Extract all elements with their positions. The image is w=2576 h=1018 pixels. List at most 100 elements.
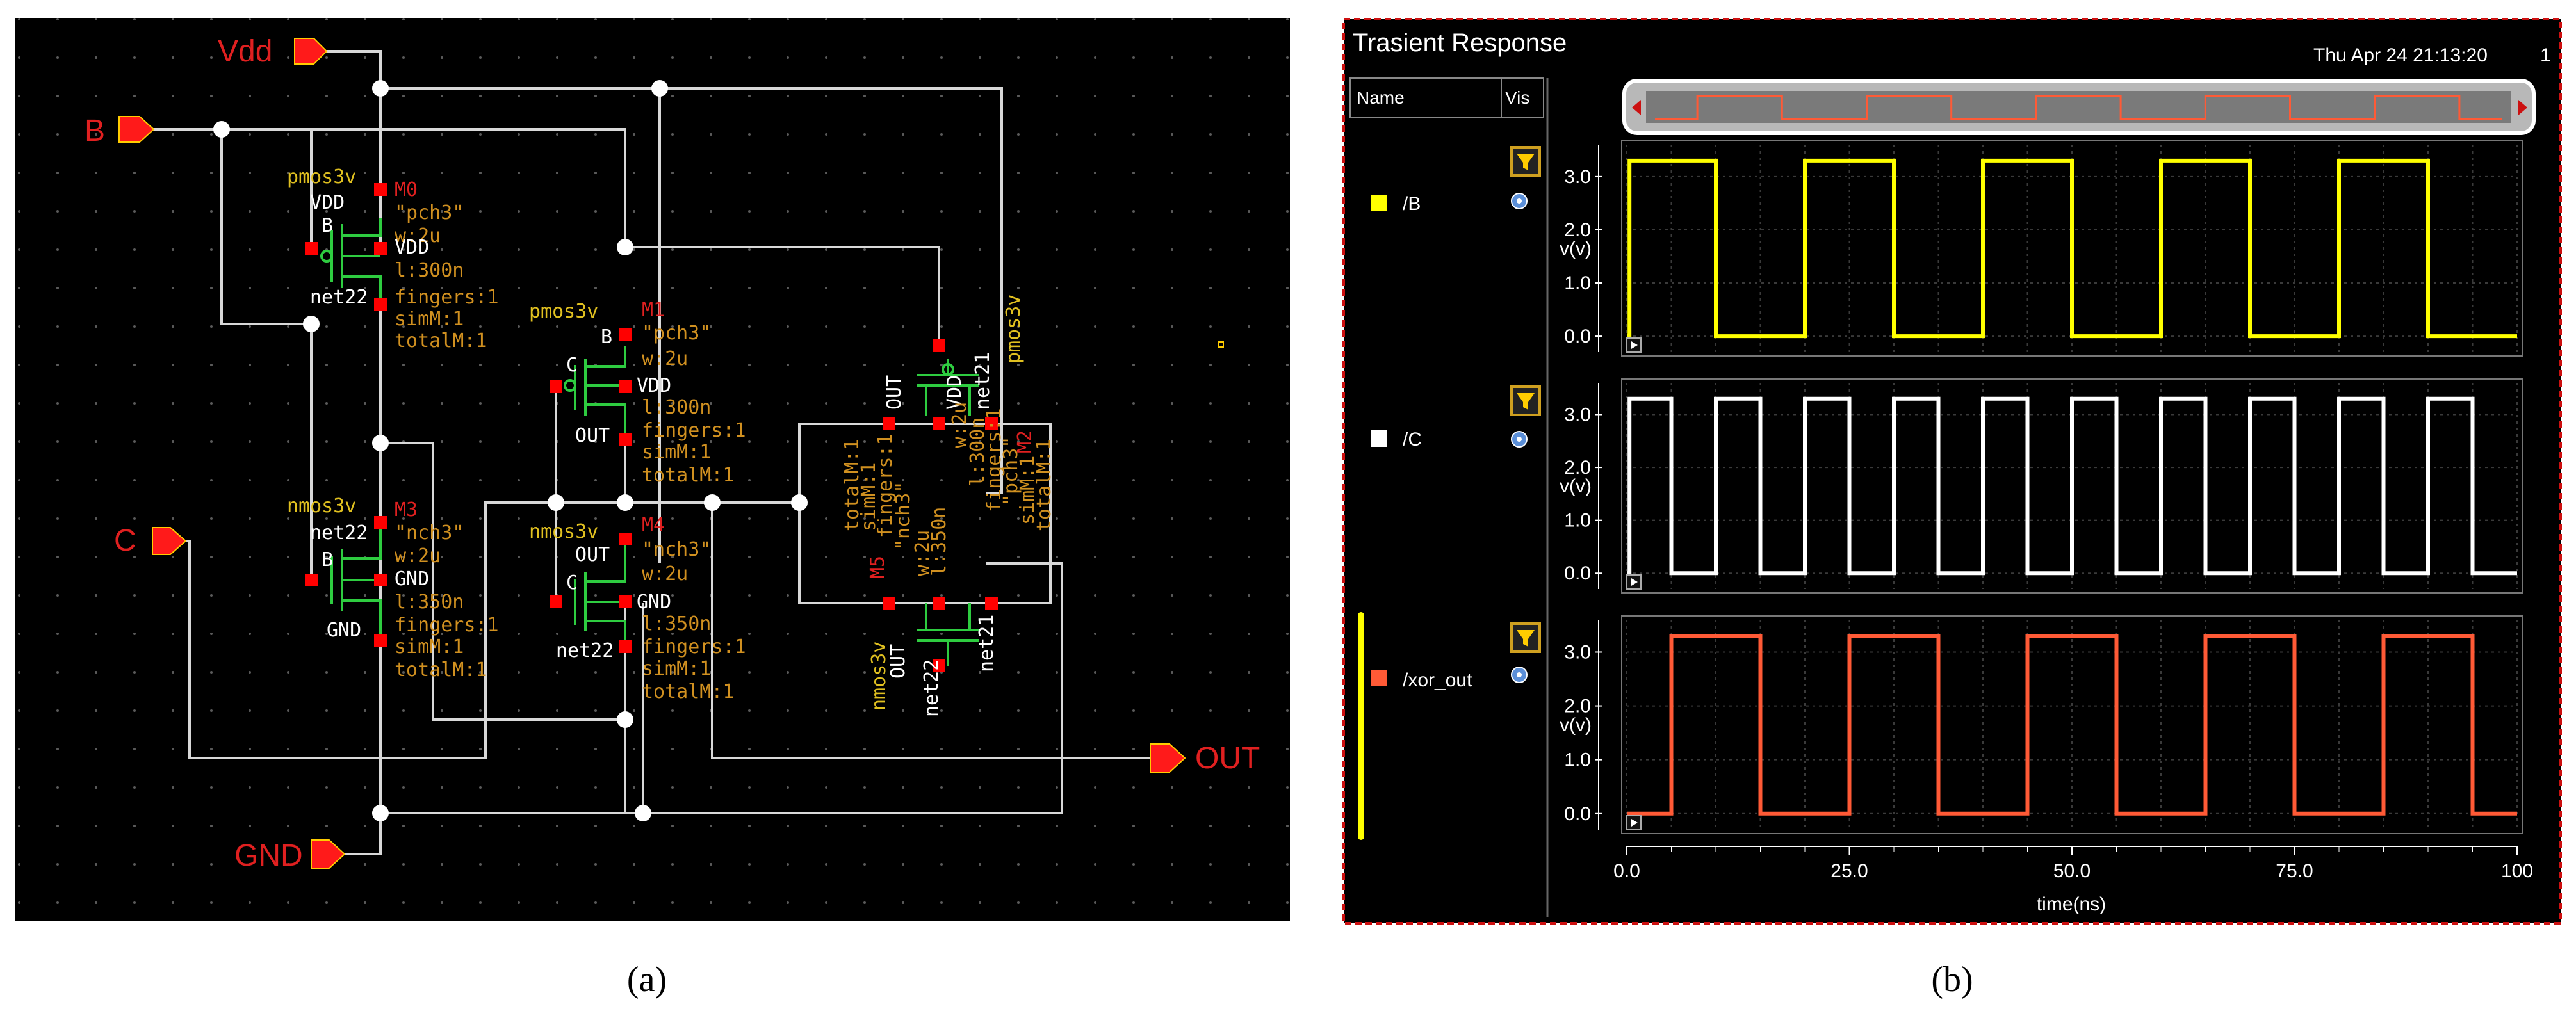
m3-totalm: totalM:1 <box>395 659 487 681</box>
m2-instance: M2 <box>1014 430 1036 453</box>
m1-model: pmos3v <box>529 300 598 323</box>
column-name-header: Name <box>1357 88 1405 108</box>
m1-length: l:300n <box>642 396 711 419</box>
filter-icon[interactable] <box>1510 622 1541 653</box>
m2-out-pin: OUT <box>883 375 906 410</box>
filter-icon[interactable] <box>1510 146 1541 177</box>
m0-length: l:300n <box>395 259 464 282</box>
y-tick-label: 1.0 <box>1564 273 1591 294</box>
x-tick-label: 25.0 <box>1830 860 1868 882</box>
m0-model: pmos3v <box>287 166 356 188</box>
strip-2: 0.01.02.03.0v(v) <box>1560 615 2523 834</box>
m0-totalm: totalM:1 <box>395 330 487 352</box>
device-m5-labels: nmos3v M5 OUT net22 net21 "nch3" w:2u l:… <box>841 433 998 717</box>
device-m1-labels: pmos3v M1 "pch3" B w:2u C VDD l:300n OUT… <box>529 299 746 487</box>
m5-simm: simM:1 <box>858 462 880 531</box>
y-tick-label: 0.0 <box>1564 326 1591 347</box>
y-tick-label: 3.0 <box>1564 166 1591 188</box>
m2-length: l:300n <box>966 417 989 487</box>
x-tick-label: 75.0 <box>2276 860 2313 882</box>
m4-model: nmos3v <box>529 521 598 543</box>
svg-text:GND: GND <box>234 839 303 873</box>
signal-c-swatch <box>1371 430 1387 447</box>
m5-net21: net21 <box>975 615 998 672</box>
signal-row-b[interactable]: /B <box>1371 146 1541 214</box>
m2-totalm: totalM:1 <box>1033 439 1056 532</box>
transistor-m2-symbol <box>917 359 979 416</box>
pin-gnd: GND <box>234 839 346 873</box>
timestamp: Thu Apr 24 21:13:20 <box>2313 45 2488 66</box>
x-axis-label: time(ns) <box>2037 894 2106 915</box>
m2-simm: simM:1 <box>1016 456 1039 525</box>
m5-net22: net22 <box>920 659 943 717</box>
window-title: Trasient Response <box>1353 29 1567 57</box>
m3-model: nmos3v <box>287 495 356 517</box>
target-icon[interactable] <box>1511 667 1528 683</box>
m4-bulk-pin: GND <box>637 591 671 613</box>
transistor-m0-symbol <box>320 218 382 301</box>
signal-xor-swatch <box>1371 670 1387 686</box>
m4-top-net: OUT <box>575 544 610 566</box>
play-icon-glyph <box>1631 578 1638 586</box>
device-terminals <box>305 183 998 672</box>
m5-instance: M5 <box>867 556 889 579</box>
timestamp-tail: 1 <box>2540 45 2551 66</box>
selection-bar <box>1358 612 1364 840</box>
m0-simm: simM:1 <box>395 308 464 330</box>
m4-simm: simM:1 <box>642 658 711 680</box>
m3-top-net: net22 <box>310 522 368 544</box>
pin-out: OUT <box>1150 741 1260 775</box>
y-tick-label: 1.0 <box>1564 750 1591 771</box>
y-tick-label: 1.0 <box>1564 510 1591 531</box>
stray-marker <box>1218 341 1224 348</box>
m3-bulk-pin: GND <box>395 568 429 590</box>
m0-drain-net: net22 <box>310 286 368 309</box>
filter-icon[interactable] <box>1510 385 1541 416</box>
target-icon[interactable] <box>1511 431 1528 448</box>
caption-a: (a) <box>627 960 667 999</box>
m0-width: w:2u <box>395 225 441 247</box>
target-icon[interactable] <box>1511 193 1528 209</box>
transistor-m4-symbol <box>574 545 626 647</box>
m4-totalm: totalM:1 <box>642 681 735 703</box>
wire-junctions <box>213 80 808 821</box>
m3-instance: M3 <box>395 499 418 521</box>
strip-0: 0.01.02.03.0v(v) <box>1560 140 2523 357</box>
m1-instance: M1 <box>642 299 665 321</box>
device-m4-labels: nmos3v M4 OUT "nch3" w:2u C GND l:350n n… <box>529 514 746 703</box>
overview-scrollbar[interactable] <box>1622 79 2536 135</box>
signal-xor-name: /xor_out <box>1403 670 1472 691</box>
m1-drain-net: OUT <box>575 424 610 447</box>
overview-trace <box>1655 95 2502 120</box>
m3-gate-pin: B <box>322 549 333 571</box>
m2-net21: net21 <box>972 352 994 410</box>
trace-C <box>1627 396 2517 576</box>
m4-width: w:2u <box>642 563 688 585</box>
scroll-right-icon[interactable] <box>2518 100 2527 115</box>
m2-fingers: fingers:1 <box>983 408 1006 512</box>
device-m0-labels: pmos3v M0 "pch3" VDD w:2u B VDD l:300n n… <box>287 166 499 352</box>
m1-totalm: totalM:1 <box>642 464 735 487</box>
signal-row-xor-out[interactable]: /xor_out <box>1358 612 1541 840</box>
x-tick-label: 50.0 <box>2053 860 2091 882</box>
m2-vdd-pin: VDD <box>943 375 966 410</box>
m4-instance: M4 <box>642 514 665 537</box>
m2-cell: "pch3" <box>1000 437 1022 506</box>
m1-gate-pin: C <box>566 354 578 376</box>
signal-b-name: /B <box>1403 193 1421 214</box>
m0-gate-pin: B <box>322 214 333 237</box>
m0-instance: M0 <box>395 179 418 201</box>
trace-B <box>1627 158 2517 339</box>
m0-top-pin: VDD <box>310 191 345 214</box>
waveform-panel: Trasient Response Thu Apr 24 21:13:20 1 … <box>1342 18 2562 925</box>
scroll-left-icon[interactable] <box>1632 100 1641 115</box>
m0-bulk-pin: VDD <box>395 236 429 259</box>
signal-row-c[interactable]: /C <box>1371 385 1541 450</box>
m1-width: w:2u <box>642 348 688 370</box>
transistor-m3-symbol <box>330 525 382 640</box>
m5-totalm: totalM:1 <box>841 439 863 532</box>
x-tick-label: 0.0 <box>1613 860 1640 882</box>
y-tick-label: 2.0 <box>1564 457 1591 478</box>
